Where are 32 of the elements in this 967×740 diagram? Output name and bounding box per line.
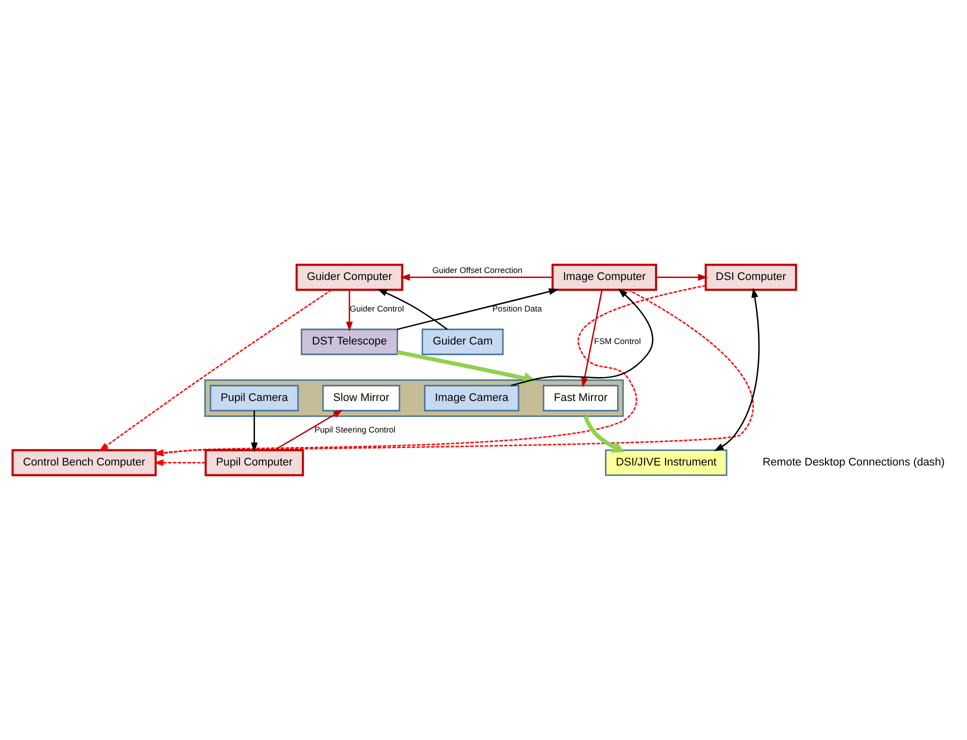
arrow (400, 274, 552, 281)
arrow (250, 410, 258, 452)
arrow (376, 288, 448, 330)
arrow (580, 290, 602, 388)
arrow (582, 415, 624, 453)
arrow (273, 410, 342, 451)
arrow (98, 289, 332, 452)
node-box: Fast Mirror (542, 384, 618, 412)
arrow (346, 290, 352, 332)
node-box: Slow Mirror (322, 384, 400, 412)
node-box: DSI/JIVE Instrument (604, 450, 727, 476)
node-box: Pupil Computer (204, 449, 304, 476)
arrow (396, 350, 536, 384)
arrow (713, 288, 760, 452)
node-box: Image Computer (551, 264, 657, 291)
node-box: DST Telescope (300, 328, 398, 356)
node-box: DSI Computer (704, 264, 797, 291)
edge-label: Position Data (492, 304, 542, 314)
edge-label: Guider Control (349, 304, 404, 314)
edge-label: FSM Control (594, 336, 640, 346)
arrow (153, 459, 205, 466)
arrow (510, 288, 653, 386)
arrow (656, 274, 708, 281)
node-box: Guider Computer (295, 264, 403, 291)
arrow (396, 288, 558, 330)
edge-label: Guider Offset Correction (432, 264, 522, 275)
edge-label: Pupil Steering Control (314, 424, 395, 435)
node-box: Guider Cam (421, 328, 504, 356)
node-box: Image Camera (424, 384, 519, 412)
node-box: Control Bench Computer (11, 449, 156, 476)
label: Remote Desktop Connections (dash) (762, 456, 944, 468)
node-box: Pupil Camera (209, 384, 298, 412)
